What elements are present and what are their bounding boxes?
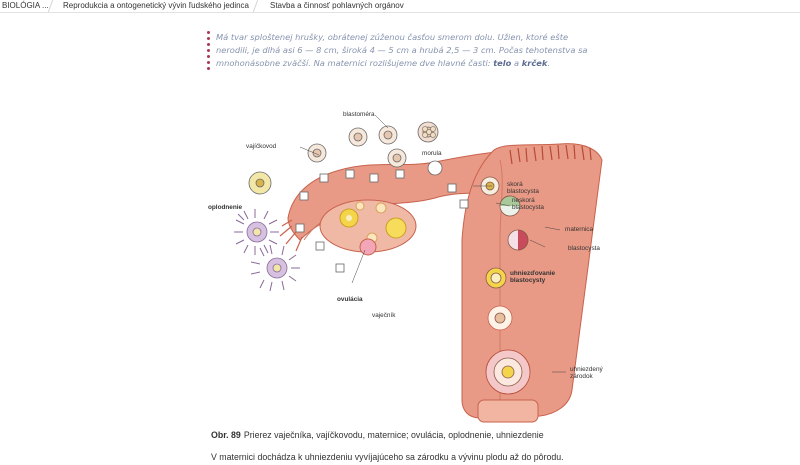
label-vajickovod: vajíčkovod bbox=[246, 143, 277, 150]
breadcrumb-item-section[interactable]: Stavba a činnosť pohlavných orgánov bbox=[270, 1, 404, 10]
figure-number: Obr. 89 bbox=[211, 430, 241, 440]
label-vajecnik: vaječník bbox=[372, 312, 396, 319]
term-telo: telo bbox=[493, 58, 512, 68]
label-oplodnenie: oplodnenie bbox=[208, 204, 243, 211]
breadcrumb-separator bbox=[252, 0, 259, 12]
figure-caption-text: Prierez vaječníka, vajíčkovodu, maternic… bbox=[243, 430, 544, 440]
label-blastomera: blastoméra bbox=[343, 111, 375, 118]
lead-end: . bbox=[547, 58, 551, 68]
breadcrumb-item-chapter[interactable]: Reprodukcia a ontogenetický vývin ľudské… bbox=[63, 1, 249, 10]
label-uhniezdeny-zarodok: uhniezdený zárodok bbox=[570, 366, 603, 380]
label-blastocysta: blastocysta bbox=[568, 245, 600, 252]
quote-marker bbox=[207, 31, 210, 73]
lead-text: Má tvar sploštenej hrušky, obrátenej zúž… bbox=[216, 32, 588, 68]
label-ovulacia: ovulácia bbox=[337, 296, 363, 303]
label-neskora-blastocysta: neskorá blastocysta bbox=[512, 197, 544, 211]
breadcrumb-item-biologia[interactable]: BIOLÓGIA ... bbox=[2, 1, 49, 10]
label-maternica: maternica bbox=[565, 226, 594, 233]
breadcrumb: BIOLÓGIA ... Reprodukcia a ontogenetický… bbox=[0, 0, 800, 13]
lead-paragraph: Má tvar sploštenej hrušky, obrátenej zúž… bbox=[216, 31, 596, 70]
term-krcek: krček bbox=[521, 58, 548, 68]
body-paragraph: V maternici dochádza k uhniezdeniu vyvíj… bbox=[211, 452, 564, 462]
uterus-illustration bbox=[234, 114, 603, 423]
lead-conjunction: a bbox=[511, 58, 522, 68]
label-morula: morula bbox=[422, 150, 442, 157]
label-uhniezdovanie-blastocysty: uhniezďovanie blastocysty bbox=[510, 270, 556, 284]
anatomy-illustration: blastoméra vajíčkovod morula oplodnenie … bbox=[200, 100, 620, 430]
label-skora-blastocysta: skorá blastocysta bbox=[507, 181, 539, 195]
